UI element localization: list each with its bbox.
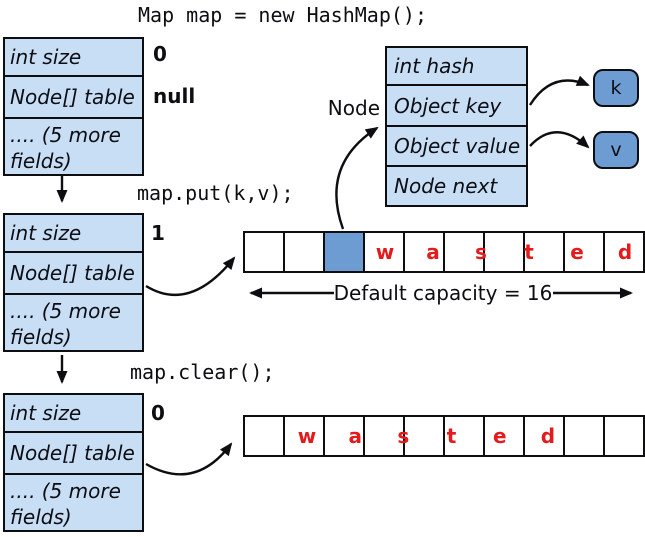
field-more-fields: .... (5 more fields) xyxy=(5,473,142,530)
array-cell xyxy=(565,233,605,271)
array-cell xyxy=(405,233,445,271)
arrow-cell-to-node xyxy=(335,126,379,230)
array-cell xyxy=(485,417,525,455)
bucket-array-after-put xyxy=(243,231,645,273)
size-value-state2: 1 xyxy=(151,221,165,245)
array-cell xyxy=(285,233,325,271)
array-cell xyxy=(325,417,365,455)
clear-call-label: map.clear(); xyxy=(130,360,275,384)
node-record: int hash Object key Object value Node ne… xyxy=(385,46,528,207)
array-cell xyxy=(285,417,325,455)
field-object-key: Object key xyxy=(387,84,526,125)
array-cell xyxy=(365,417,405,455)
field-int-size: int size xyxy=(10,45,82,69)
capacity-caption: Default capacity = 16 xyxy=(333,281,553,305)
arrow-table-to-array-bottom xyxy=(145,442,233,476)
size-value-state3: 0 xyxy=(151,401,165,425)
array-cell xyxy=(365,233,405,271)
arrow-key-to-k xyxy=(528,75,590,106)
arrow-table-to-array-middle xyxy=(145,256,236,296)
table-value-state1: null xyxy=(153,84,196,108)
key-ref-box: k xyxy=(593,69,639,107)
hashmap-record-state3: int size Node[] table .... (5 more field… xyxy=(3,393,144,532)
field-more-fields: .... (5 more fields) xyxy=(5,293,142,350)
array-cell xyxy=(525,417,565,455)
field-int-size: int size xyxy=(10,401,82,425)
node-label: Node xyxy=(327,96,380,120)
array-cell xyxy=(485,233,525,271)
field-int-size: int size xyxy=(10,221,82,245)
field-node-next: Node next xyxy=(387,165,526,205)
array-cell xyxy=(565,417,605,455)
arrow-value-to-v xyxy=(529,131,590,149)
array-cell xyxy=(245,233,285,271)
field-more-fields: .... (5 more fields) xyxy=(5,117,142,174)
value-ref-box: v xyxy=(593,131,639,169)
bucket-array-after-clear xyxy=(243,415,645,457)
hashmap-record-state2: int size Node[] table .... (5 more field… xyxy=(3,213,144,352)
field-node-table: Node[] table xyxy=(5,251,142,293)
array-cell-filled xyxy=(325,233,365,271)
field-node-table: Node[] table xyxy=(5,75,142,117)
put-call-label: map.put(k,v); xyxy=(137,181,294,205)
array-cell xyxy=(245,417,285,455)
hashmap-record-state1: int size Node[] table .... (5 more field… xyxy=(3,37,144,176)
array-cell xyxy=(445,233,485,271)
field-int-hash: int hash xyxy=(394,54,475,78)
size-value-state1: 0 xyxy=(153,42,167,66)
array-cell xyxy=(445,417,485,455)
array-cell xyxy=(405,417,445,455)
field-object-value: Object value xyxy=(387,125,526,165)
code-title: Map map = new HashMap(); xyxy=(138,3,427,27)
field-node-table: Node[] table xyxy=(5,431,142,473)
array-cell xyxy=(525,233,565,271)
